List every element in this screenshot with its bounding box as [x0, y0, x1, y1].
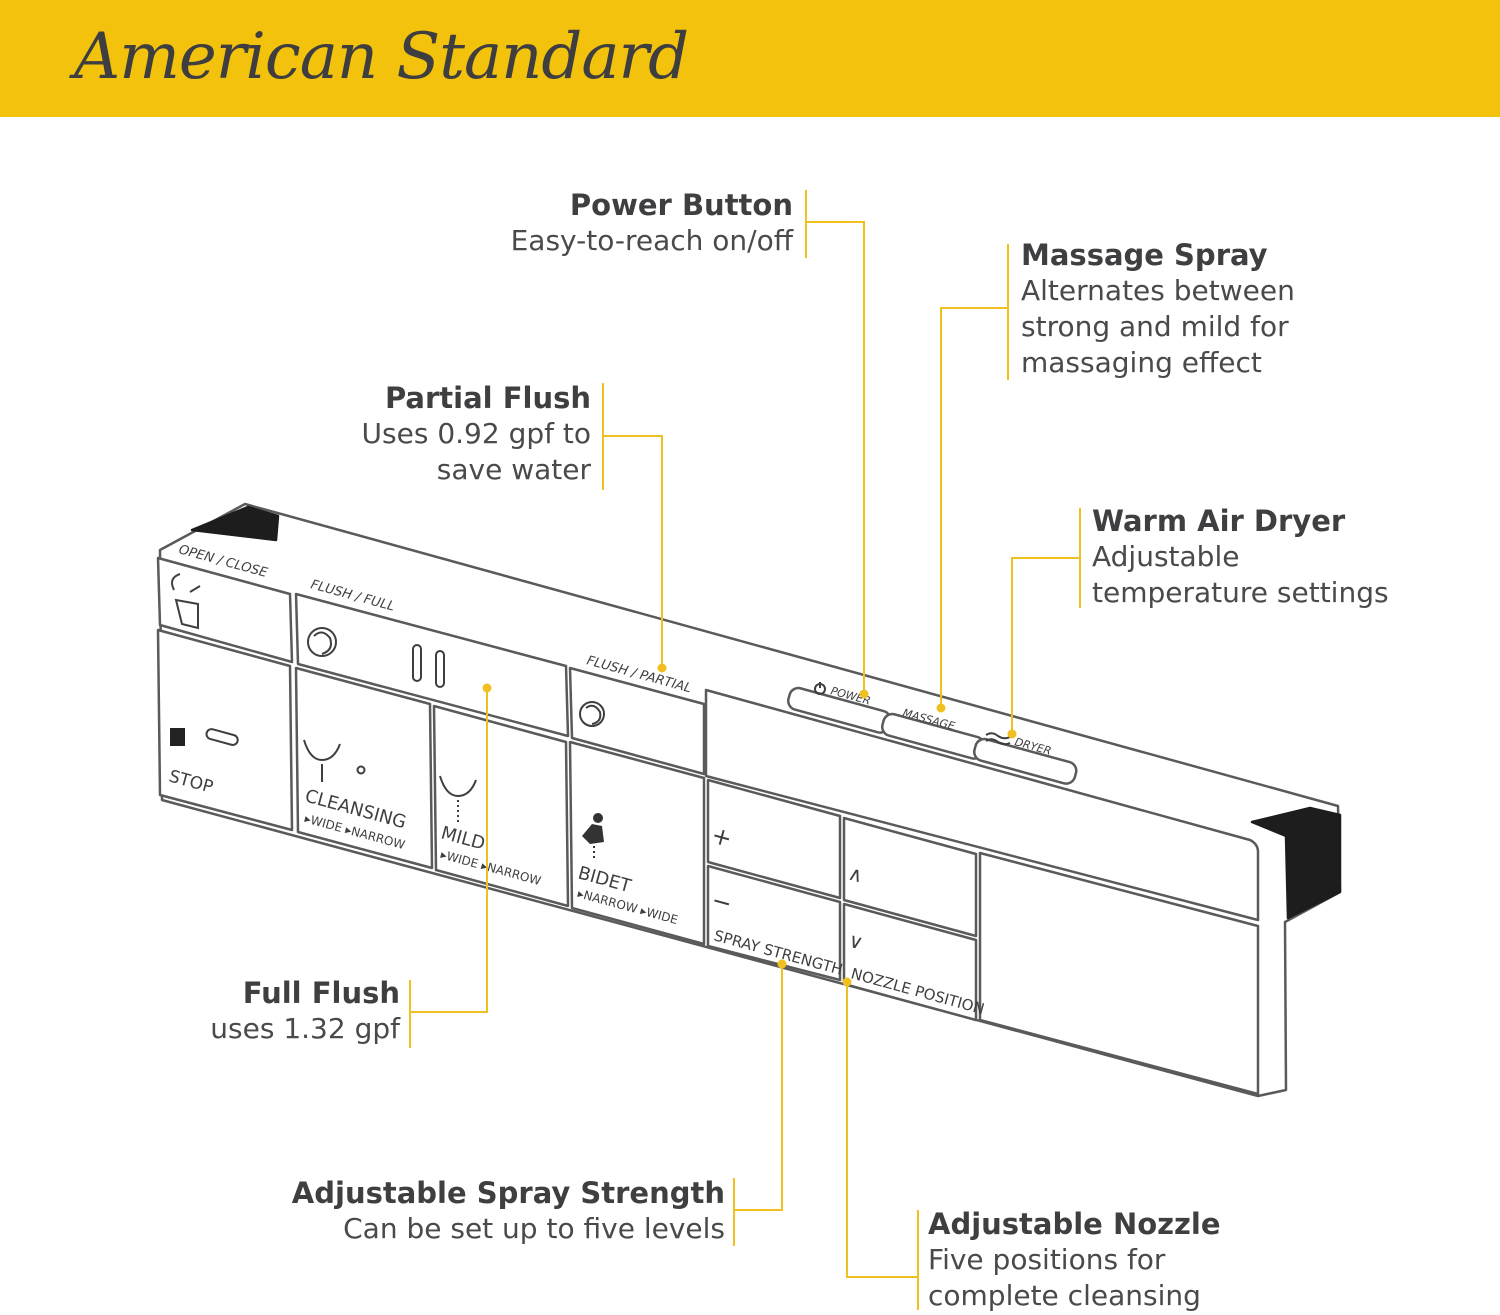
- stop-indicator-icon: [205, 728, 239, 746]
- callout-desc: Can be set up to five levels: [343, 1212, 725, 1245]
- mild-tile[interactable]: [432, 704, 570, 908]
- callout-desc: Alternates between: [1021, 274, 1295, 307]
- leader-massage: [940, 244, 1009, 708]
- stop-tile[interactable]: [156, 628, 294, 832]
- callout-desc: massaging effect: [1021, 346, 1262, 379]
- stop-square-icon: [170, 728, 185, 746]
- brand-logo: American Standard: [74, 20, 689, 94]
- mild-spray-icon: [439, 775, 477, 822]
- flush-full-tile[interactable]: [294, 592, 570, 738]
- leader-dot-full: [482, 683, 492, 693]
- callout-title: Adjustable Nozzle: [928, 1207, 1221, 1241]
- callout-desc: uses 1.32 gpf: [210, 1012, 400, 1045]
- leader-spray: [733, 964, 783, 1246]
- nozzle-up-label: ∧: [846, 861, 866, 888]
- flush-partial-tile[interactable]: [568, 666, 706, 776]
- leader-full: [409, 688, 488, 1048]
- callout-full-flush: Full Flush uses 1.32 gpf: [210, 975, 400, 1047]
- callout-title: Warm Air Dryer: [1092, 504, 1346, 538]
- bidet-person-icon: [582, 813, 604, 860]
- leader-dot-spray: [777, 959, 787, 969]
- spray-minus-tile[interactable]: [706, 864, 842, 982]
- leader-dot-power: [859, 689, 869, 699]
- cleansing-spray-icon: [303, 739, 366, 782]
- dryer-wave-icon: [985, 732, 1011, 746]
- callout-partial-flush: Partial Flush Uses 0.92 gpf to save wate…: [362, 380, 591, 488]
- leader-nozzle: [846, 982, 919, 1310]
- panel-icons: [170, 573, 1011, 860]
- callout-adjustable-nozzle: Adjustable Nozzle Five positions for com…: [928, 1206, 1221, 1314]
- callout-warm-air-dryer: Warm Air Dryer Adjustable temperature se…: [1092, 503, 1389, 611]
- callout-title: Full Flush: [242, 976, 400, 1010]
- callout-desc: Easy-to-reach on/off: [510, 224, 793, 257]
- flush-indicator-bars-icon: [412, 644, 445, 688]
- flush-swirl-icon: [307, 627, 337, 657]
- callout-power-button: Power Button Easy-to-reach on/off: [511, 187, 793, 259]
- panel-end-cap-right: [1250, 806, 1342, 920]
- callout-desc: temperature settings: [1092, 576, 1389, 609]
- callout-desc: strong and mild for: [1021, 310, 1289, 343]
- leader-dot-partial: [657, 663, 667, 673]
- nozzle-down-label: ∨: [846, 928, 866, 955]
- spray-plus-tile[interactable]: [706, 778, 842, 900]
- bidet-tile[interactable]: [568, 740, 706, 946]
- lid-open-close-icon: [171, 573, 201, 630]
- leader-lines: [409, 190, 1081, 1310]
- leader-dot-dryer: [1007, 729, 1017, 739]
- partial-flush-swirl-icon: [579, 701, 605, 727]
- callout-desc: Uses 0.92 gpf to: [361, 417, 591, 450]
- callout-desc: save water: [436, 453, 591, 486]
- leader-power: [805, 190, 865, 694]
- leader-dot-nozzle: [842, 977, 852, 987]
- callout-title: Adjustable Spray Strength: [291, 1176, 725, 1210]
- callout-spray-strength: Adjustable Spray Strength Can be set up …: [292, 1175, 725, 1247]
- nozzle-up-tile[interactable]: [842, 816, 978, 938]
- callout-desc: Five positions for: [928, 1243, 1166, 1276]
- brand-banner: American Standard: [0, 0, 1500, 117]
- dryer-button[interactable]: [972, 737, 1078, 786]
- power-icon: [814, 682, 826, 695]
- panel-end-cap-left: [190, 505, 280, 542]
- nozzle-down-tile[interactable]: [842, 902, 978, 1022]
- callout-title: Partial Flush: [384, 381, 591, 415]
- panel-top-slab: [704, 688, 1260, 922]
- panel-right-block: [978, 851, 1260, 1096]
- callout-desc: complete cleansing: [928, 1279, 1201, 1312]
- remote-panel: [156, 502, 1342, 1098]
- leader-dot-massage: [936, 703, 946, 713]
- callout-title: Power Button: [569, 188, 793, 222]
- open-close-tile[interactable]: [156, 556, 294, 664]
- leader-dryer: [1011, 508, 1081, 736]
- callout-title: Massage Spray: [1021, 238, 1268, 272]
- callout-desc: Adjustable: [1092, 540, 1240, 573]
- callout-massage-spray: Massage Spray Alternates between strong …: [1021, 237, 1295, 381]
- leader-partial: [602, 383, 663, 668]
